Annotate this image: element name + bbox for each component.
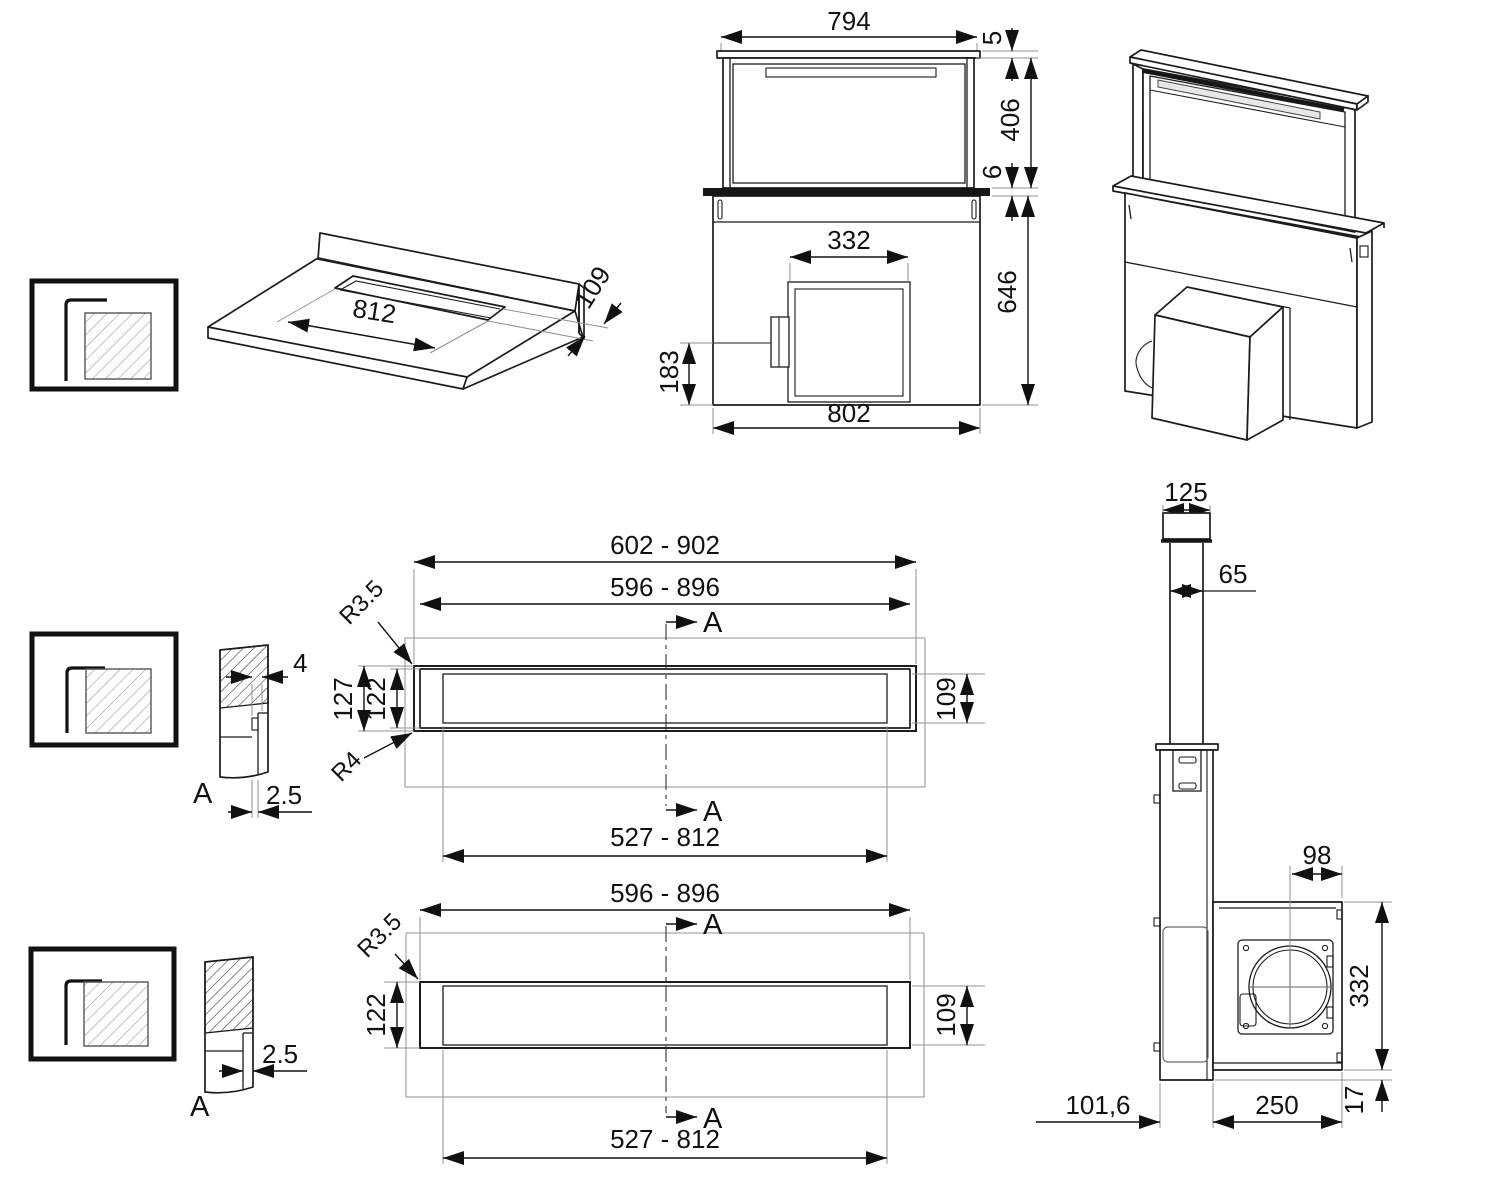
install-type-icon-bottom (28, 946, 177, 1062)
dim-side-rear-offset: 101,6 (1065, 1090, 1130, 1120)
dim-front-width: 794 (827, 6, 870, 36)
dim-plan2-hood-width: 596 - 896 (610, 878, 720, 908)
dim-countertop-cutout: 812 (351, 293, 399, 329)
dim-detail1-lip: 4 (293, 648, 307, 678)
dim-side-box-width: 250 (1255, 1090, 1298, 1120)
install-type-icon-middle (29, 631, 179, 748)
countertop-iso-view: 812 109 (207, 232, 623, 390)
dim-plan1-hood-depth: 122 (361, 677, 391, 720)
plan-view-frame: 602 - 902 596 - 896 A A R3.5 R4 127 122 … (326, 530, 985, 863)
dim-plan1-hood-width: 596 - 896 (610, 572, 720, 602)
dim-side-box-height: 332 (1344, 964, 1374, 1007)
front-view: 794 332 183 802 5 406 6 646 (654, 6, 1038, 435)
hood-iso-view (1112, 49, 1385, 441)
dim-front-panel-height: 406 (995, 98, 1025, 141)
dim-front-cap: 5 (977, 31, 1007, 45)
dim-front-connector: 183 (654, 350, 684, 393)
section-detail-2: 2.5 A (190, 956, 307, 1123)
dim-front-motor-width: 332 (827, 225, 870, 255)
dim-front-body-height: 646 (992, 270, 1022, 313)
dim-side-bottom-gap: 17 (1339, 1086, 1369, 1115)
dim-plan2-radius-top: R3.5 (352, 908, 407, 963)
side-view: 125 65 98 332 17 101,6 (1036, 477, 1392, 1129)
install-type-icon-top (29, 278, 179, 392)
section-label-plan2-top: A (703, 909, 723, 941)
dim-plan1-frame-width: 602 - 902 (610, 530, 720, 560)
section-label-detail2: A (190, 1091, 210, 1123)
dim-plan2-cutout-depth: 109 (931, 993, 961, 1036)
section-label-plan1-top: A (703, 607, 723, 639)
dim-side-duct-offset: 98 (1303, 840, 1332, 870)
plan-view-flush: 596 - 896 A A R3.5 122 109 527 - 812 (352, 878, 985, 1165)
section-label-plan1-bottom: A (703, 796, 723, 828)
dim-plan2-hood-depth: 122 (361, 993, 391, 1036)
dim-plan2-cutout-width: 527 - 812 (610, 1124, 720, 1154)
dim-front-body-width: 802 (827, 398, 870, 428)
dim-detail1-gap: 2.5 (266, 780, 302, 810)
section-label-detail1: A (193, 778, 213, 810)
dim-plan1-radius-bottom: R4 (326, 746, 367, 787)
dim-detail2-gap: 2.5 (262, 1039, 298, 1069)
dim-plan1-radius-top: R3.5 (334, 575, 389, 630)
dim-plan1-cutout-depth: 109 (931, 677, 961, 720)
dim-side-cap-width: 125 (1164, 477, 1207, 507)
section-label-plan2-bottom: A (703, 1103, 723, 1135)
section-detail-1: 4 2.5 A (193, 644, 312, 819)
dim-front-flange: 6 (977, 165, 1007, 179)
dim-side-column-width: 65 (1219, 559, 1248, 589)
dim-plan1-frame-depth: 127 (328, 677, 358, 720)
dim-plan1-cutout-width: 527 - 812 (610, 822, 720, 852)
